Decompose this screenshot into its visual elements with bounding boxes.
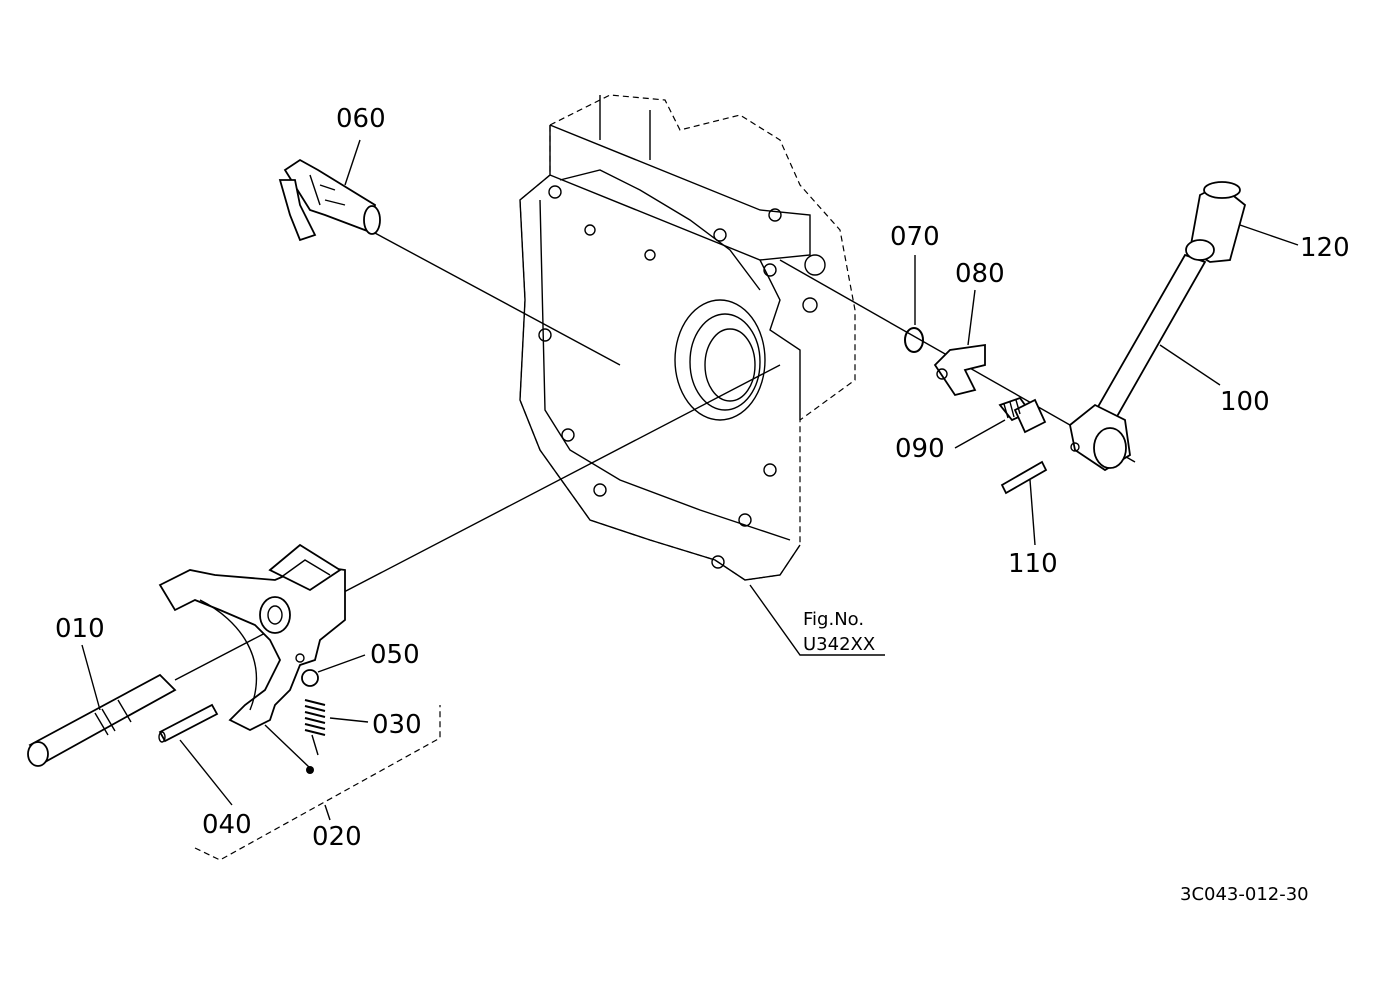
part-060: [278, 158, 381, 242]
leader-020-ball: [264, 724, 311, 769]
part-040: [158, 703, 219, 743]
figure-ref-line1: Fig.No.: [803, 609, 864, 630]
part-110: [1000, 460, 1048, 495]
leader-050: [317, 654, 366, 673]
callout-110: 110: [1008, 549, 1058, 579]
callout-050: 050: [370, 640, 420, 670]
transmission-housing: [519, 94, 856, 581]
callout-060: 060: [336, 104, 386, 134]
leader-030: [329, 717, 369, 723]
part-090: [998, 396, 1047, 434]
part-080: [933, 343, 986, 397]
callout-020: 020: [312, 822, 362, 852]
leader-100: [1159, 344, 1221, 386]
callout-100: 100: [1220, 387, 1270, 417]
leader-060: [344, 139, 361, 186]
callout-080: 080: [955, 259, 1005, 289]
figure-ref-line2: U342XX: [803, 634, 875, 655]
assembly-bracket-020: [194, 705, 441, 861]
leader-010: [81, 644, 101, 711]
part-050: [301, 669, 319, 687]
part-020: [158, 543, 346, 732]
leader-020: [324, 804, 331, 821]
leader-080: [967, 289, 976, 346]
drawing-code: 3C043-012-30: [1180, 884, 1309, 905]
callout-030: 030: [372, 710, 422, 740]
callout-090: 090: [895, 434, 945, 464]
part-030: [304, 699, 326, 756]
figure-ref-leader: [749, 584, 885, 656]
leader-090: [954, 419, 1006, 449]
part-010: [27, 673, 177, 767]
leader-110: [1029, 479, 1036, 546]
part-020-ball: [306, 766, 314, 774]
part-100: [1069, 253, 1207, 472]
leader-120: [1239, 224, 1299, 246]
callout-070: 070: [890, 222, 940, 252]
part-070: [904, 327, 924, 353]
part-120: [1185, 181, 1247, 263]
callout-010: 010: [55, 614, 105, 644]
callout-040: 040: [202, 810, 252, 840]
leader-040: [179, 739, 233, 806]
axis-line-060: [359, 224, 621, 366]
callout-120: 120: [1300, 233, 1350, 263]
